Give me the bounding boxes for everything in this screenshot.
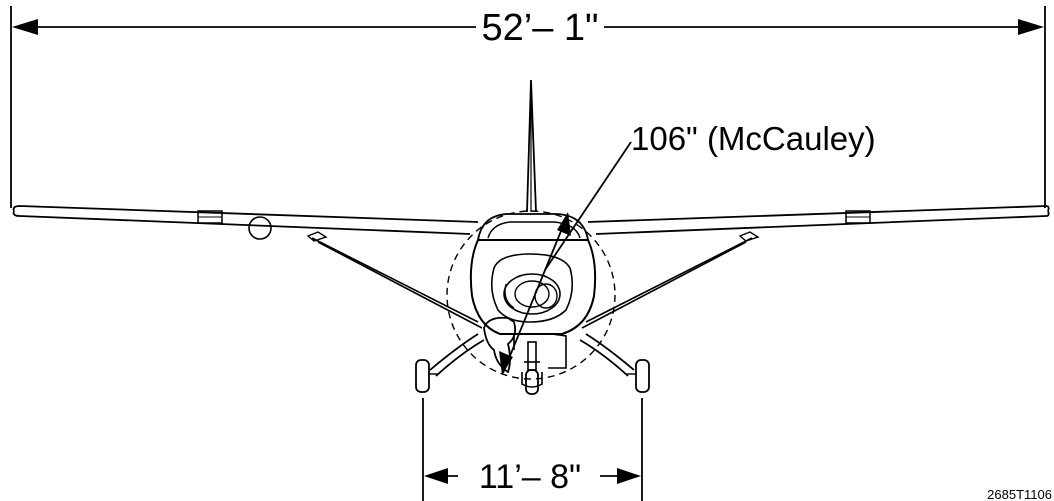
cowling-inner (490, 253, 574, 323)
propeller-diameter-label: 106" (McCauley) (631, 120, 876, 157)
right-strut-fitting (738, 231, 760, 242)
right-wing (587, 205, 1050, 242)
propeller-diameter-dimension: 106" (McCauley) (499, 120, 876, 375)
windshield (477, 213, 589, 241)
propeller-leader-line (544, 141, 632, 271)
wing-struts (311, 237, 753, 329)
figure-id: 2685T1106 (987, 487, 1052, 501)
left-wing-pod (248, 216, 272, 240)
wingspan-arrowhead-right (1018, 19, 1044, 35)
propeller-blade (483, 316, 517, 374)
main-landing-gear (415, 333, 650, 393)
fuselage (469, 213, 597, 374)
left-wing (12, 205, 479, 242)
gear-track-dimension: 11’– 8" (422, 398, 643, 501)
wingspan-dimension: 52’– 1" (10, 6, 1046, 208)
left-main-wheel (415, 359, 430, 393)
gear-track-arrowhead-right (617, 468, 641, 484)
vertical-tail (526, 79, 537, 213)
propeller-diameter-line (502, 213, 569, 374)
wingspan-arrowhead-left (12, 19, 38, 35)
nose-wheel (525, 369, 539, 395)
engine-inlet (503, 273, 561, 315)
gear-track-label: 11’– 8" (479, 458, 581, 496)
right-main-wheel (635, 359, 650, 393)
nose-landing-gear (521, 341, 543, 395)
propeller-arrowhead-top (557, 212, 571, 236)
gear-track-arrowhead-left (424, 468, 448, 484)
propeller-arc (446, 210, 616, 380)
propeller-arrowhead-bottom (499, 351, 513, 375)
left-strut-fitting (306, 231, 328, 242)
lower-fuselage (513, 333, 567, 369)
cowling-outer (469, 239, 597, 335)
wingspan-label: 52’– 1" (481, 7, 598, 49)
